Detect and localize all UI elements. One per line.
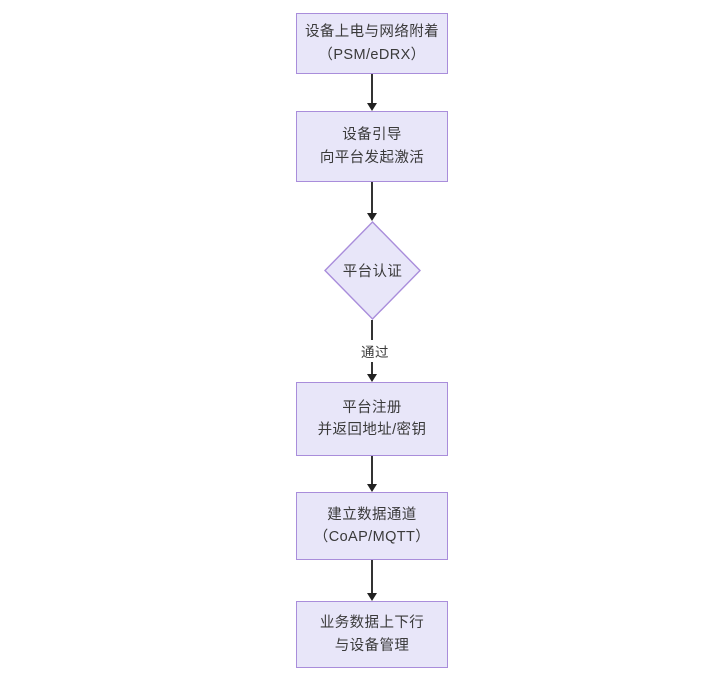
node-text-line: 与设备管理 — [334, 637, 410, 654]
node-text-line: 设备上电与网络附着 — [304, 24, 440, 41]
connector-n1-n2 — [362, 74, 382, 111]
node-text-line: 设备引导 — [342, 127, 402, 144]
node-text-line: 并返回地址/密钥 — [317, 422, 427, 438]
arrowhead-icon — [367, 374, 377, 382]
edge-label-pass: 通过 — [352, 340, 398, 362]
connector-line — [371, 182, 373, 213]
node-text-line: 业务数据上下行 — [319, 615, 425, 632]
node-text-line: 建立数据通道 — [327, 506, 417, 523]
arrowhead-icon — [367, 103, 377, 111]
arrowhead-icon — [367, 484, 377, 492]
connector-n2-n3 — [362, 182, 382, 221]
node-business-data-and-device-mgmt[interactable]: 业务数据上下行 与设备管理 — [296, 601, 448, 668]
connector-n4-n5 — [362, 456, 382, 492]
node-text-line: （PSM/eDRX） — [318, 46, 426, 63]
node-text-line: 向平台发起激活 — [319, 149, 425, 166]
connector-line — [371, 560, 373, 593]
node-device-power-on[interactable]: 设备上电与网络附着 （PSM/eDRX） — [296, 13, 448, 74]
connector-line — [371, 74, 373, 103]
node-establish-data-channel[interactable]: 建立数据通道 （CoAP/MQTT） — [296, 492, 448, 560]
node-platform-register[interactable]: 平台注册 并返回地址/密钥 — [296, 382, 448, 456]
arrowhead-icon — [367, 213, 377, 221]
connector-line — [371, 456, 373, 484]
node-device-bootstrap[interactable]: 设备引导 向平台发起激活 — [296, 111, 448, 182]
connector-n5-n6 — [362, 560, 382, 601]
node-text-line: 平台注册 — [342, 399, 402, 416]
arrowhead-icon — [367, 593, 377, 601]
node-text-line: （CoAP/MQTT） — [313, 529, 431, 545]
node-platform-auth-decision[interactable]: 平台认证 — [324, 221, 421, 320]
diamond-shape — [324, 221, 421, 320]
